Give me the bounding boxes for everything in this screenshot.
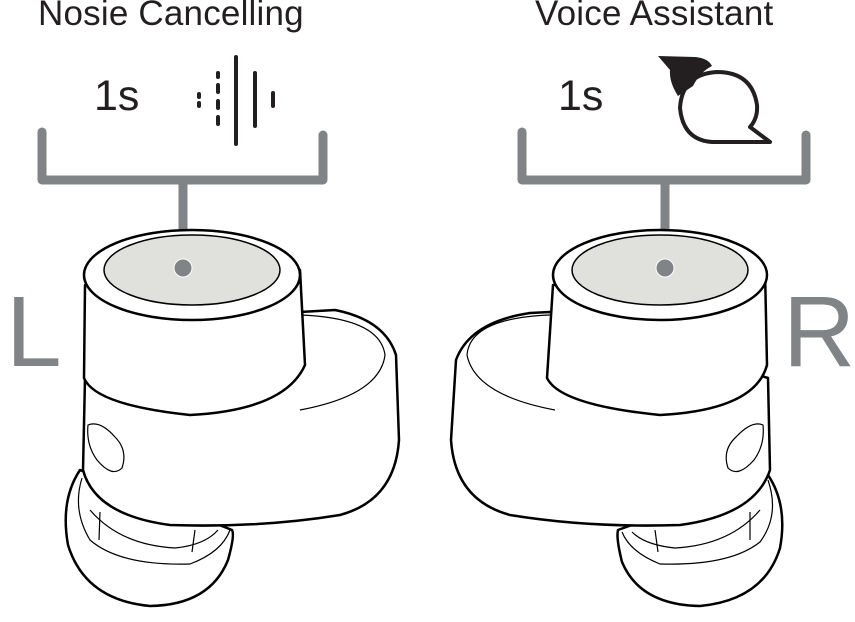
right-proximity-sensor (725, 423, 764, 473)
right-ear-tip (616, 473, 784, 608)
voice-assistant-speech-bubble-icon (658, 56, 772, 144)
right-earbud (449, 228, 784, 608)
right-side-label: R (783, 276, 855, 388)
left-touch-point (173, 258, 193, 278)
left-function-title: Nosie Cancelling (38, 0, 304, 33)
left-earbud (64, 228, 401, 608)
left-side-label: L (6, 276, 62, 388)
right-press-duration: 1s (558, 72, 604, 120)
left-press-duration: 1s (94, 72, 140, 120)
left-proximity-sensor (87, 423, 125, 473)
right-touch-point (655, 258, 675, 278)
noise-cancelling-waveform-icon (197, 55, 275, 146)
right-function-title: Voice Assistant (535, 0, 774, 33)
